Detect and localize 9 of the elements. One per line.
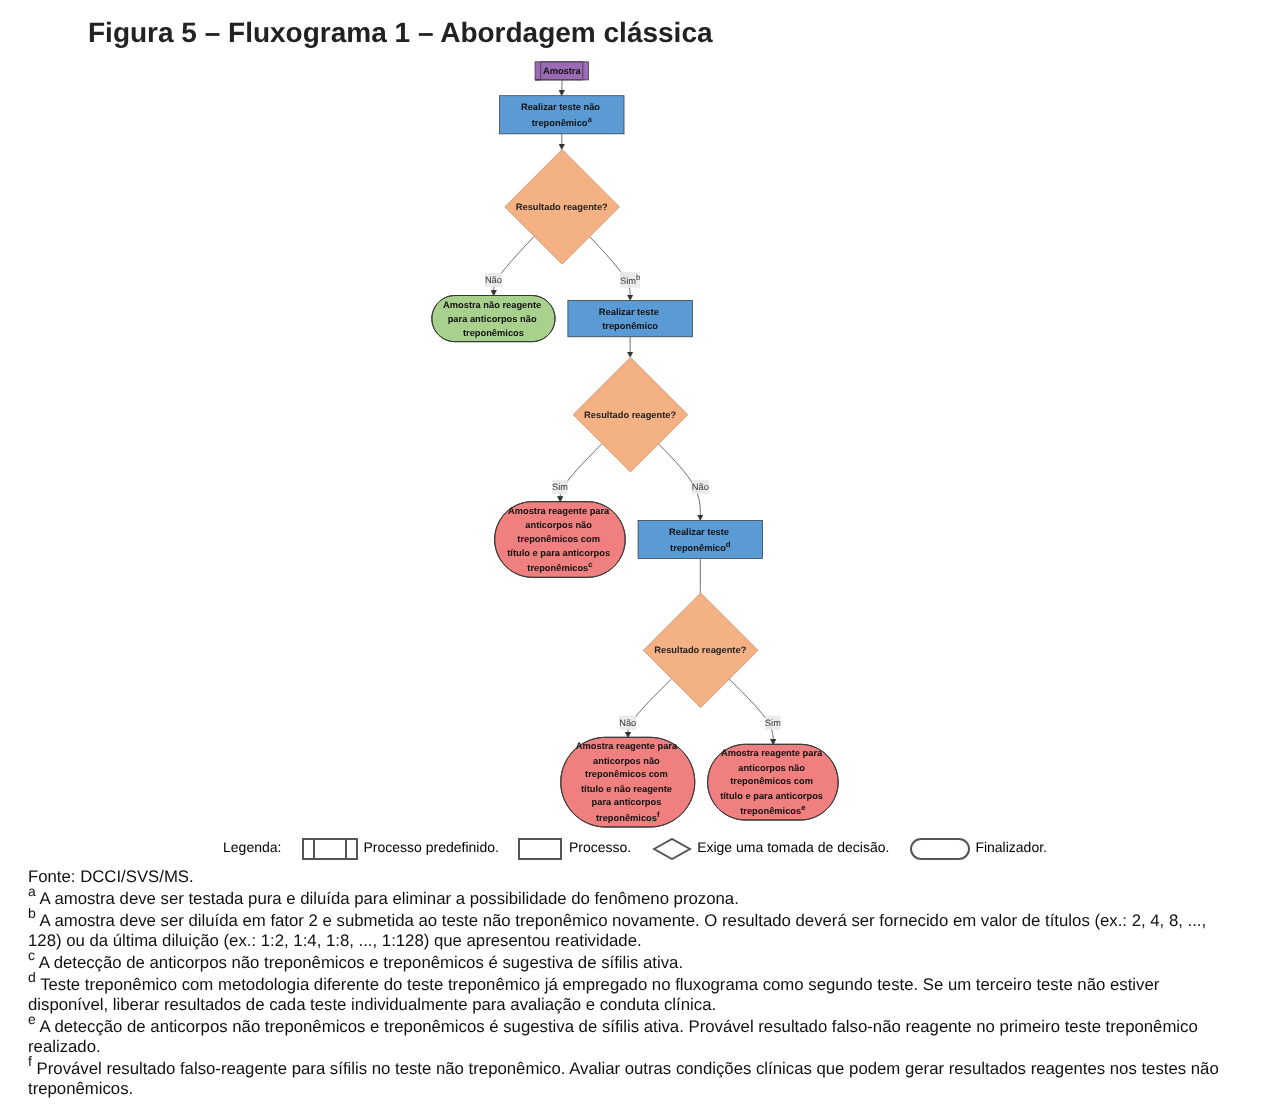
connector bbox=[699, 558, 701, 594]
footnote: $^{f}$ Provável resultado falso-reagente para sífilis no teste não treponêmico. Avaliar outras condições clínicas que podem gerar resultados reagentes nos testes não treponêmicos. bbox=[28, 1056, 1221, 1098]
source-note: Fonte: DCCI/SVS/MS. bbox=[28, 866, 196, 887]
footnote: $^{d}$ Teste treponêmico com metodologia diferente do teste treponêmico já empregado no fluxograma como segundo teste. Se um terceiro teste não estiver disponível, liberar resultados de cada teste individualmente para avaliação e conduta clínica. bbox=[28, 972, 1162, 1015]
footnote: $^{a}$ A amostra deve ser testada pura e diluída para eliminar a possibilidade do fenômeno prozona. bbox=[28, 886, 741, 909]
footnote: $^{c}$ A detecção de anticorpos não treponêmicos e treponêmicos é sugestiva de sífilis ativa. bbox=[28, 950, 686, 973]
figure-title: Figura 5 – Fluxograma 1 – Abordagem clássica bbox=[88, 16, 715, 48]
footnote: $^{b}$ A amostra deve ser diluída em fator 2 e submetida ao teste não treponêmico novamente. O resultado deverá ser fornecido em valor de títulos (ex.: 2, 4, 8, ..., 128) ou da última diluição (ex.: 1:2, 1:4, 1:8, ..., 1:128) que apresentou reatividade. bbox=[28, 908, 1209, 951]
footnote: $^{e}$ A detecção de anticorpos não treponêmicos e treponêmicos é sugestiva de sífilis ativa. Provável resultado falso-não reagente no primeiro teste treponêmico realizado. bbox=[28, 1014, 1200, 1056]
